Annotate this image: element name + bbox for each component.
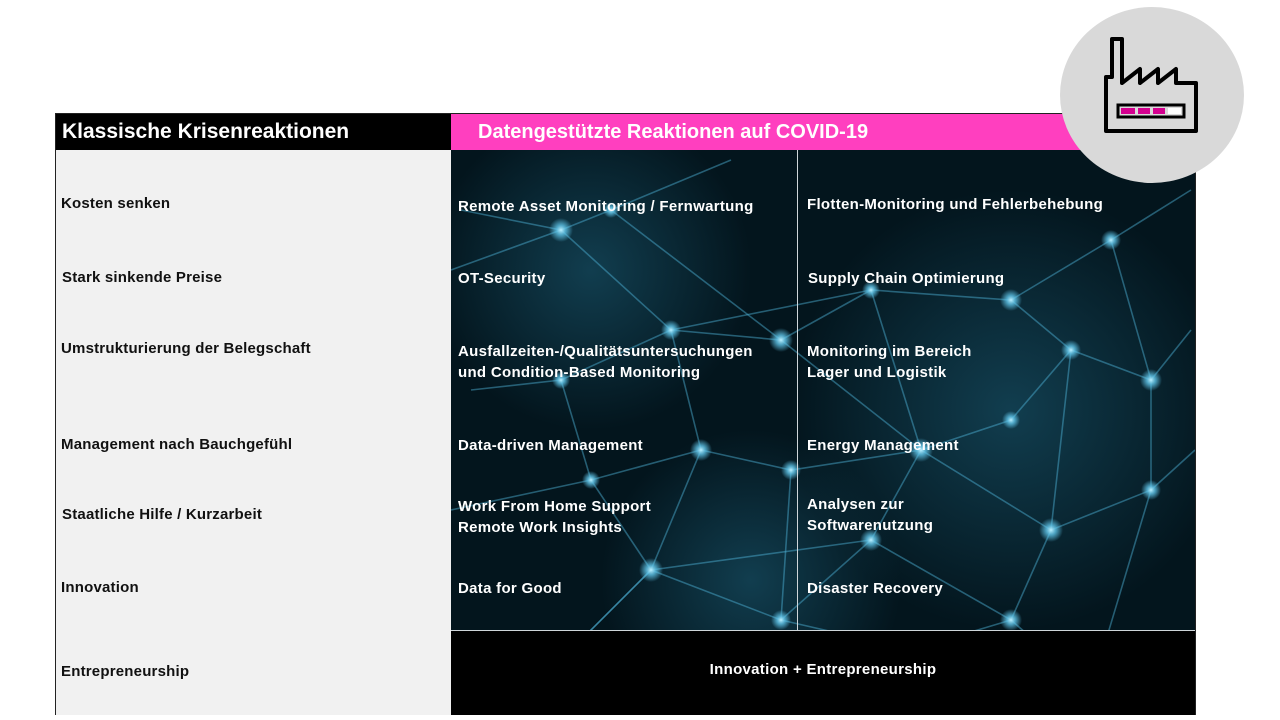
data-driven-header-label: Datengestützte Reaktionen auf COVID-19 xyxy=(478,120,869,143)
merged-row-background xyxy=(451,631,1195,715)
data-cell-col2-row3: Monitoring im Bereich Lager und Logistik xyxy=(807,343,972,381)
classic-header: Klassische Krisenreaktionen xyxy=(56,114,451,150)
data-cell-col2-row2: Supply Chain Optimierung xyxy=(808,270,1005,287)
classic-item-1: Kosten senken xyxy=(61,195,171,212)
data-cell-col1-row1: Remote Asset Monitoring / Fernwartung xyxy=(458,198,754,215)
classic-item-6: Innovation xyxy=(61,579,139,596)
data-cell-col2-row1: Flotten-Monitoring und Fehlerbehebung xyxy=(807,196,1104,213)
classic-header-label: Klassische Krisenreaktionen xyxy=(62,120,350,143)
merged-cell-entrepreneurship: Innovation + Entrepreneurship xyxy=(709,661,937,678)
factory-icon xyxy=(1104,37,1198,133)
classic-item-4: Management nach Bauchgefühl xyxy=(61,436,293,453)
classic-item-2: Stark sinkende Preise xyxy=(62,269,223,286)
data-cell-col1-row5: Work From Home Support Remote Work Insig… xyxy=(458,498,651,536)
classic-item-5: Staatliche Hilfe / Kurzarbeit xyxy=(62,506,263,523)
column-divider xyxy=(797,150,798,630)
data-cell-col1-row3: Ausfallzeiten-/Qualitätsuntersuchungen u… xyxy=(458,343,753,381)
factory-badge xyxy=(1060,7,1244,183)
network-background-image xyxy=(451,150,1195,715)
classic-column-background xyxy=(56,150,451,715)
data-cell-col1-row6: Data for Good xyxy=(458,580,562,597)
classic-item-3: Umstrukturierung der Belegschaft xyxy=(61,340,311,357)
data-cell-col1-row4: Data-driven Management xyxy=(458,437,643,454)
data-cell-col2-row5: Analysen zur Softwarenutzung xyxy=(807,496,934,534)
data-cell-col2-row6: Disaster Recovery xyxy=(807,580,944,597)
data-cell-col2-row4: Energy Management xyxy=(807,437,959,454)
row-divider xyxy=(451,630,1195,631)
classic-item-7: Entrepreneurship xyxy=(61,663,190,680)
data-cell-col1-row2: OT-Security xyxy=(458,270,546,287)
